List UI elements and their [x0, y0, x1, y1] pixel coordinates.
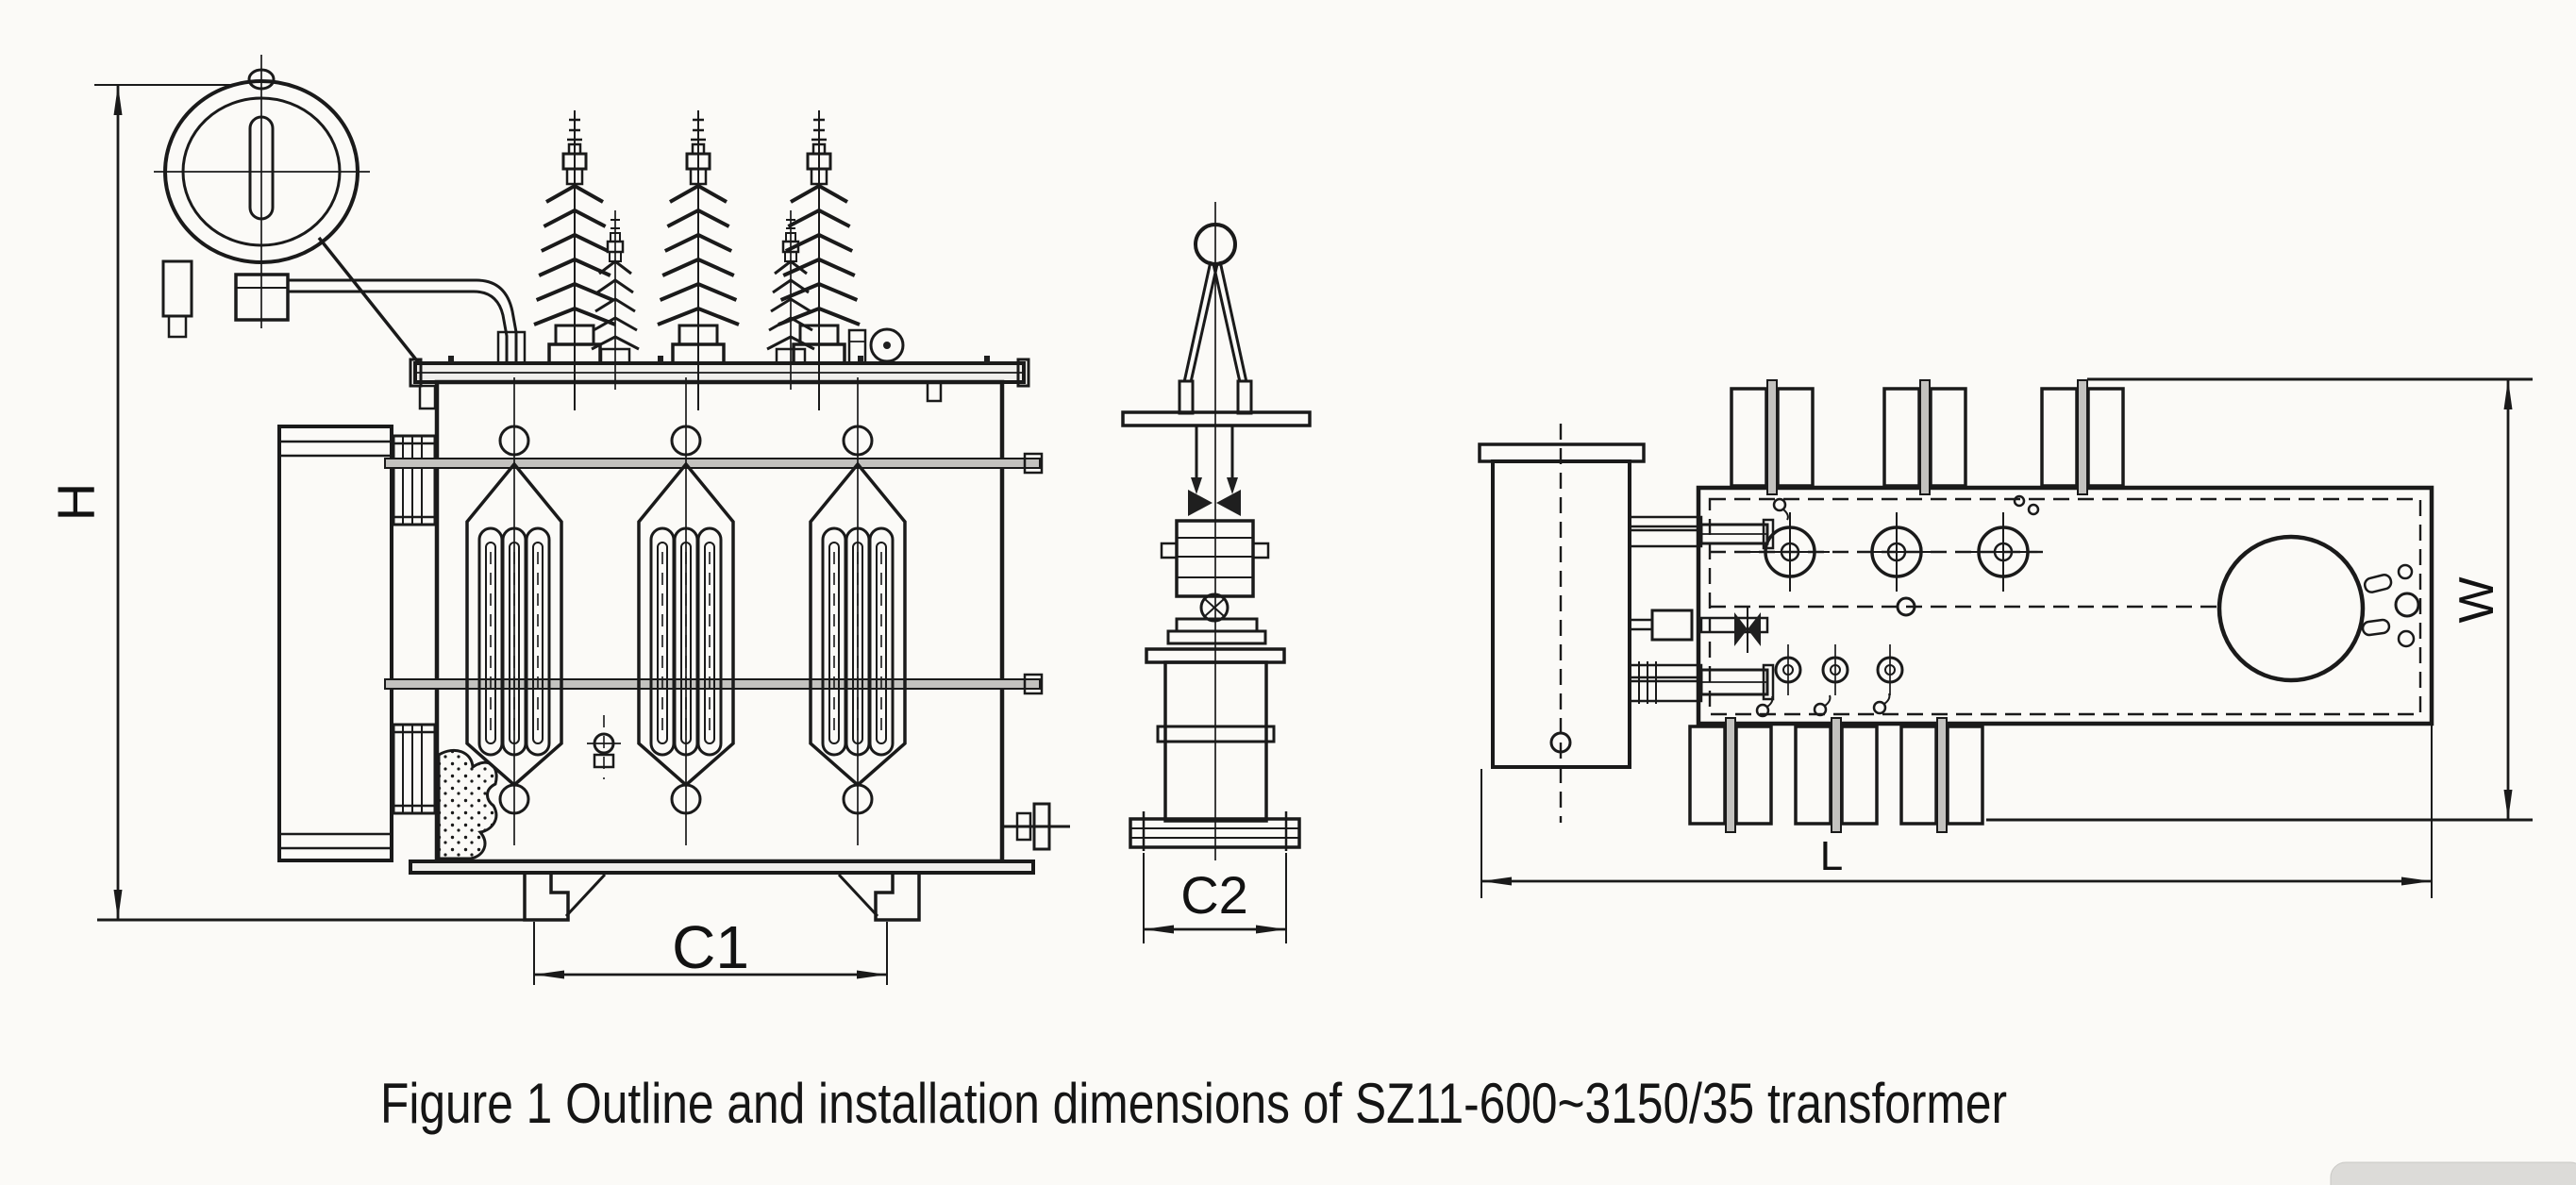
lifting-eye	[1194, 223, 1237, 266]
manhole	[2216, 534, 2366, 683]
sling-lines	[1182, 260, 1248, 383]
mid-flange	[1156, 725, 1276, 743]
plan-tank	[1696, 485, 2434, 726]
front-view: H	[46, 55, 1070, 985]
plan-hv-bushing	[1962, 510, 2045, 593]
lifting-lug	[1236, 379, 1253, 415]
side-valve	[1002, 802, 1070, 851]
side-view: C2	[1121, 202, 1312, 943]
plan-lv-bushings	[1774, 644, 1904, 695]
thermometer-gauge	[847, 327, 905, 365]
plan-cooler-cabinet	[1478, 424, 1646, 823]
dim-label-height: H	[46, 483, 106, 521]
plan-radiator	[1730, 378, 1815, 496]
handwheel	[1199, 592, 1229, 623]
foot-right	[874, 873, 921, 922]
dim-label-c2: C2	[1180, 865, 1248, 925]
dim-label-l: L	[1820, 833, 1843, 879]
radiator-group	[809, 376, 907, 847]
plan-radiator	[1882, 378, 1967, 496]
side-cooler	[277, 425, 437, 862]
plan-piping	[1628, 515, 1775, 704]
gas-relay	[234, 273, 290, 322]
conservator	[154, 55, 370, 339]
plan-radiator	[1899, 716, 1984, 834]
tie-rod-lower	[384, 678, 1041, 690]
base-flange	[1129, 811, 1301, 851]
top-plate	[1121, 410, 1312, 427]
foot-left	[523, 873, 570, 922]
corner-artifact	[2330, 1161, 2576, 1185]
plan-hooks	[1755, 494, 2040, 718]
radiator-group	[637, 376, 735, 847]
cooler-connector-top	[392, 434, 437, 526]
plan-view: W L	[1478, 377, 2533, 898]
valve-symbol	[1216, 490, 1241, 516]
valve-symbol	[1188, 490, 1213, 516]
plan-fittings	[2361, 563, 2420, 648]
lifting-lug	[1178, 379, 1195, 415]
cooler-connector-bottom	[392, 723, 437, 815]
support-strut	[317, 236, 425, 370]
base-and-feet	[409, 860, 1035, 922]
figure-caption: Figure 1 Outline and installation dimens…	[380, 1072, 2007, 1135]
drain-valve	[587, 715, 621, 779]
plan-radiator	[1794, 716, 1879, 834]
plan-radiator	[2040, 378, 2125, 496]
stipple-patch	[437, 749, 498, 860]
oil-level-gauge	[248, 115, 275, 221]
plan-hv-bushing	[1855, 510, 1938, 593]
gas-relay-pipe	[234, 236, 527, 370]
plan-radiator	[1688, 716, 1773, 834]
tie-rod-upper	[384, 458, 1041, 469]
dim-label-c1: C1	[672, 913, 749, 981]
bushing-side-profile	[1160, 519, 1270, 645]
dim-label-w: W	[2450, 576, 2504, 623]
filler-cap	[247, 68, 276, 91]
